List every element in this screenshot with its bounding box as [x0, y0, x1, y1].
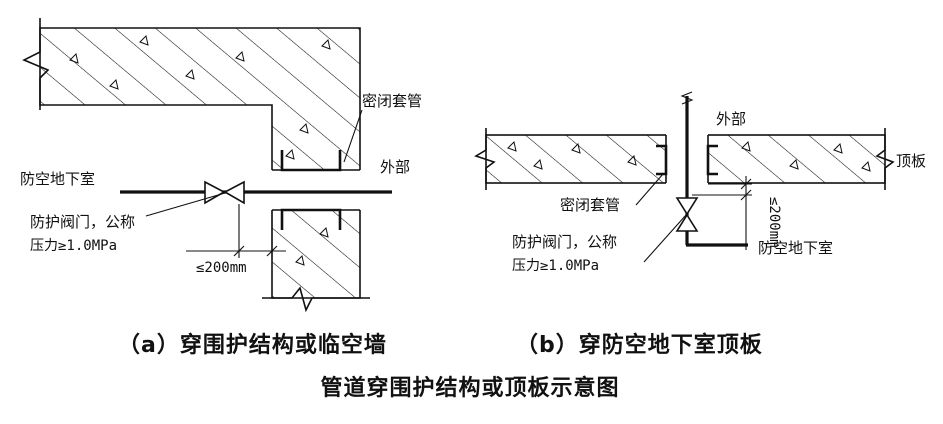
- break-line-a-bottom: [262, 286, 370, 313]
- sealed-sleeve-a: [280, 150, 342, 230]
- protective-valve-b: [675, 197, 699, 232]
- valve-leader-a: [145, 192, 226, 217]
- sealed-sleeve-b: [656, 144, 718, 176]
- break-line-a-top: [22, 18, 50, 110]
- concrete-wall-a: [39, 27, 361, 299]
- aggregate-marks-b: [507, 141, 871, 172]
- label-sleeve-b: 密闭套管: [560, 196, 620, 214]
- label-valve-b-1: 防护阀门，公称: [512, 233, 617, 251]
- label-outside-a: 外部: [380, 158, 410, 176]
- label-basement-b: 防空地下室: [758, 239, 833, 257]
- panel-b: 外部 顶板 密闭套管 防护阀门，公称 压力≥1.0MPa ≤200mm 防空地下…: [474, 91, 926, 274]
- pipe-b-break: [680, 91, 694, 105]
- valve-leader-b: [643, 214, 687, 263]
- label-sleeve-a: 密闭套管: [362, 92, 422, 110]
- protective-valve-a: [204, 180, 245, 205]
- label-basement-a: 防空地下室: [20, 170, 95, 188]
- dimension-b: [692, 176, 752, 250]
- caption-b: （b）穿防空地下室顶板: [516, 332, 763, 358]
- dimension-label-b: ≤200mm: [766, 197, 782, 248]
- panel-a: 防空地下室 密闭套管 外部 防护阀门，公称 压力≥1.0MPa ≤200mm: [20, 18, 422, 313]
- label-outside-b: 外部: [716, 110, 746, 128]
- aggregate-marks-a: [69, 35, 331, 266]
- label-valve-a-1: 防护阀门，公称: [30, 213, 135, 231]
- dimension-a: [186, 204, 286, 258]
- figure-title: 管道穿围护结构或顶板示意图: [320, 375, 619, 401]
- break-line-b-right: [875, 128, 895, 190]
- sleeve-leader-a: [343, 109, 363, 163]
- caption-a: （a）穿围护结构或临空墙: [118, 332, 387, 358]
- label-roof-b: 顶板: [896, 152, 926, 170]
- wall-opening-a: [271, 170, 361, 210]
- sleeve-leader-b: [635, 173, 664, 206]
- dimension-label-a: ≤200mm: [196, 260, 247, 276]
- label-valve-a-2: 压力≥1.0MPa: [30, 238, 117, 254]
- break-line-b-left: [474, 128, 496, 190]
- label-valve-b-2: 压力≥1.0MPa: [512, 258, 599, 274]
